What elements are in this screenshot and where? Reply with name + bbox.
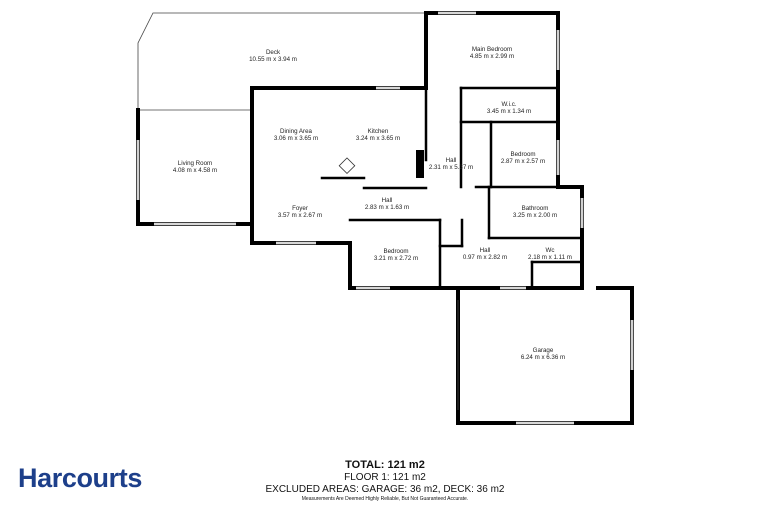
floor-plan-drawing: Deck 10.55 m x 3.94 m Main Bedroom 4.85 … [136, 11, 634, 425]
harcourts-logo: Harcourts [18, 463, 142, 493]
room-name-garage: Garage [533, 347, 554, 354]
exterior-walls [136, 11, 584, 290]
deck-outline [137, 12, 426, 111]
excluded-areas: EXCLUDED AREAS: GARAGE: 36 m2, DECK: 36 … [265, 484, 505, 495]
room-dims-garage: 6.24 m x 6.36 m [521, 354, 565, 361]
room-dims-dining-area: 3.06 m x 3.65 m [274, 135, 318, 142]
window-lines [137, 12, 633, 424]
room-name-kitchen: Kitchen [368, 128, 389, 135]
room-name-main-bedroom: Main Bedroom [472, 46, 512, 53]
kitchen-bench [416, 150, 424, 178]
room-dims-living-room: 4.08 m x 4.58 m [173, 167, 217, 174]
room-dims-bathroom: 3.25 m x 2.00 m [513, 212, 557, 219]
room-dims-wic: 3.45 m x 1.34 m [487, 108, 531, 115]
room-dims-main-bedroom: 4.85 m x 2.99 m [470, 53, 514, 60]
room-name-bathroom: Bathroom [522, 205, 549, 212]
room-labels: Deck 10.55 m x 3.94 m Main Bedroom 4.85 … [173, 46, 572, 361]
room-name-bedroom-3: Bedroom [383, 248, 408, 255]
room-dims-foyer: 3.57 m x 2.67 m [278, 212, 322, 219]
total-area: TOTAL: 121 m2 [345, 459, 425, 471]
disclaimer-text: Measurements Are Deemed Highly Reliable,… [301, 496, 469, 502]
room-dims-bedroom-2: 2.87 m x 2.57 m [501, 158, 545, 165]
room-name-deck: Deck [266, 49, 281, 56]
room-dims-kitchen: 3.24 m x 3.65 m [356, 135, 400, 142]
interior-walls [320, 86, 584, 290]
room-dims-hall-lower: 0.97 m x 2.82 m [463, 254, 507, 261]
kitchen-sink-icon [338, 157, 356, 175]
room-dims-hall-foyer: 2.83 m x 1.63 m [365, 204, 409, 211]
room-name-bedroom-2: Bedroom [510, 151, 535, 158]
room-name-living-room: Living Room [178, 160, 212, 167]
room-name-hall-foyer: Hall [382, 197, 393, 204]
room-name-wc: Wc [546, 247, 555, 254]
room-name-wic: W.i.c. [501, 101, 516, 108]
room-dims-wc: 2.18 m x 1.11 m [528, 254, 572, 261]
room-name-hall-lower: Hall [480, 247, 491, 254]
room-dims-hall-central: 2.31 m x 5.37 m [429, 164, 473, 171]
room-name-foyer: Foyer [292, 205, 308, 212]
room-name-hall-central: Hall [446, 157, 457, 164]
room-name-dining-area: Dining Area [280, 128, 313, 135]
room-dims-deck: 10.55 m x 3.94 m [249, 56, 297, 63]
floor-area: FLOOR 1: 121 m2 [344, 472, 426, 483]
room-dims-bedroom-3: 3.21 m x 2.72 m [374, 255, 418, 262]
